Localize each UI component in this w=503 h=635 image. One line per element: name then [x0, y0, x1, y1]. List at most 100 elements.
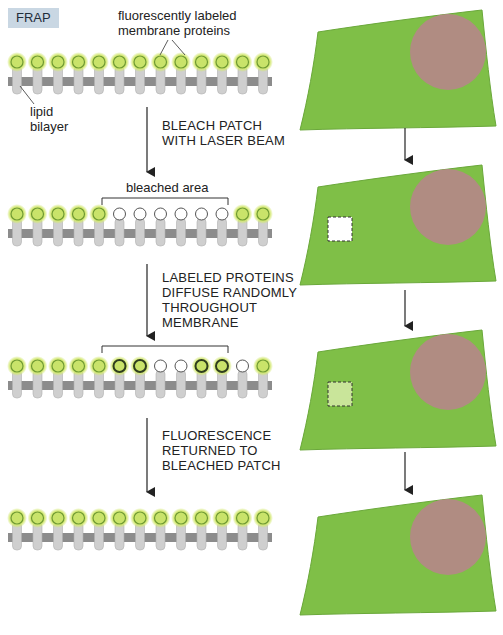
fluorescent-glow	[110, 52, 130, 72]
fluorescent-protein-head	[175, 512, 187, 524]
fluorescent-glow	[253, 356, 273, 376]
fluorescent-glow	[253, 508, 273, 528]
bleached-protein-head	[155, 360, 167, 372]
fluorescent-protein-head	[73, 56, 85, 68]
fluorescent-glow	[48, 204, 68, 224]
nucleus	[410, 499, 486, 575]
fluorescent-protein-head	[155, 56, 167, 68]
bleached-protein-head	[196, 208, 208, 220]
fluorescent-glow	[130, 52, 150, 72]
fluorescent-protein-head	[237, 56, 249, 68]
step-label: BLEACH PATCH WITH LASER BEAM	[162, 118, 297, 148]
protein-stalk	[177, 370, 186, 398]
fluorescent-glow	[253, 204, 273, 224]
cell-body	[300, 495, 496, 615]
fluorescent-protein-head	[134, 512, 146, 524]
fluorescent-protein-head	[73, 208, 85, 220]
fluorescent-glow	[233, 204, 253, 224]
leader-line	[20, 86, 34, 104]
protein-stalk	[136, 218, 145, 246]
fluorescent-protein-head	[73, 360, 85, 372]
nucleus	[410, 334, 486, 410]
membrane-row	[7, 52, 273, 94]
fluorescent-glow	[151, 508, 171, 528]
fluorescent-protein-head	[196, 512, 208, 524]
fluorescent-protein-head	[216, 56, 228, 68]
cell-body	[300, 165, 496, 285]
fluorescent-protein-head	[175, 56, 187, 68]
fluorescent-protein-head	[257, 56, 269, 68]
nucleus	[410, 14, 486, 90]
fluorescent-protein-head	[32, 512, 44, 524]
fluorescent-glow	[212, 508, 232, 528]
step-label: FLUORESCENCE RETURNED TO BLEACHED PATCH	[162, 428, 297, 473]
fluorescent-protein-head	[93, 360, 105, 372]
fluorescent-glow	[69, 508, 89, 528]
fluorescent-protein-head	[257, 512, 269, 524]
cell	[300, 165, 496, 285]
fluorescent-protein-head	[93, 512, 105, 524]
bleached-protein-head	[175, 208, 187, 220]
fluorescent-glow	[233, 52, 253, 72]
fluorescent-glow	[7, 204, 27, 224]
protein-stalk	[238, 370, 247, 398]
fluorescent-glow	[233, 508, 253, 528]
fluorescent-glow	[212, 356, 232, 376]
bleached-protein-head	[155, 208, 167, 220]
bleached-protein-head	[237, 360, 249, 372]
membrane-row	[7, 356, 273, 398]
protein-stalk	[156, 370, 165, 398]
bleached-protein-head	[175, 360, 187, 372]
protein-stalk	[156, 218, 165, 246]
fluorescent-glow	[192, 508, 212, 528]
protein-stalk	[177, 218, 186, 246]
step-label: LABELED PROTEINS DIFFUSE RANDOMLY THROUG…	[162, 270, 297, 330]
cell-step-arrow	[404, 452, 405, 490]
nucleus	[410, 169, 486, 245]
fluorescent-glow	[89, 356, 109, 376]
bleached-patch	[328, 217, 352, 241]
bleached-protein-head	[114, 208, 126, 220]
fluorescent-protein-head	[11, 360, 23, 372]
fluorescent-glow	[253, 52, 273, 72]
fluorescent-protein-head	[52, 360, 64, 372]
fluorescent-glow	[69, 356, 89, 376]
fluorescent-glow	[28, 356, 48, 376]
fluorescent-glow	[7, 52, 27, 72]
fluorescent-protein-head	[32, 208, 44, 220]
fluorescent-protein-head	[11, 512, 23, 524]
fluorescent-glow	[89, 508, 109, 528]
fluorescent-protein-head	[11, 56, 23, 68]
fluorescent-protein-head	[216, 512, 228, 524]
cell-step-arrow	[404, 290, 405, 326]
step-arrow	[146, 418, 147, 492]
fluorescent-protein-head	[11, 208, 23, 220]
fluorescent-protein-head	[32, 56, 44, 68]
cell-body	[300, 10, 496, 130]
figure-title: FRAP	[8, 8, 59, 28]
fluorescent-protein-head	[134, 360, 146, 372]
fluorescent-glow	[28, 508, 48, 528]
fluorescent-glow	[110, 356, 130, 376]
fluorescent-glow	[28, 204, 48, 224]
cell	[300, 330, 496, 450]
fluorescent-protein-head	[93, 56, 105, 68]
fluorescent-glow	[192, 52, 212, 72]
fluorescent-protein-head	[73, 512, 85, 524]
fluorescent-protein-head	[114, 512, 126, 524]
fluorescent-protein-head	[257, 208, 269, 220]
fluorescent-protein-head	[32, 360, 44, 372]
fluorescent-glow	[48, 508, 68, 528]
fluorescent-glow	[7, 356, 27, 376]
fluorescent-protein-head	[196, 360, 208, 372]
fluorescent-glow	[7, 508, 27, 528]
fluorescent-glow	[130, 508, 150, 528]
fluorescent-protein-head	[52, 512, 64, 524]
cell	[300, 10, 496, 130]
fluorescent-glow	[48, 356, 68, 376]
fluorescent-glow	[28, 52, 48, 72]
bleached-protein-head	[216, 208, 228, 220]
fluorescent-protein-head	[216, 360, 228, 372]
fluorescent-glow	[212, 52, 232, 72]
fluorescent-glow	[151, 52, 171, 72]
